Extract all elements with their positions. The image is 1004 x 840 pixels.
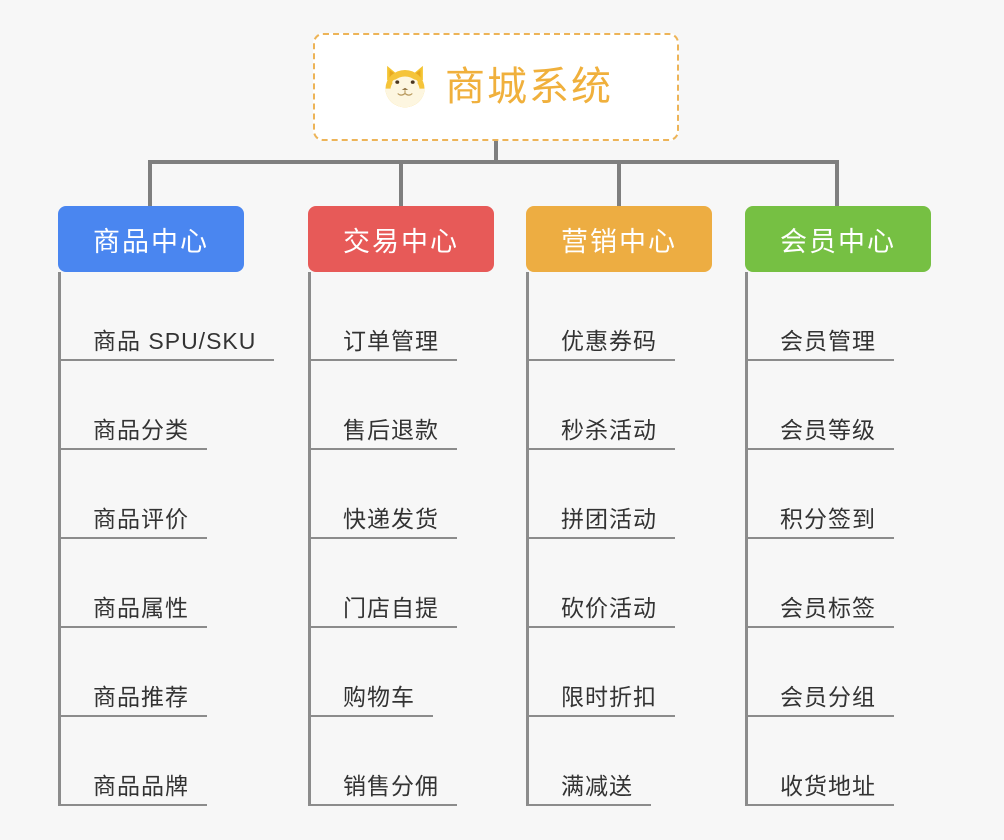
connector-drop-2 — [399, 160, 403, 208]
leaf-item-label: 积分签到 — [748, 506, 894, 539]
leaf-item[interactable]: 售后退款 — [311, 361, 494, 450]
leaf-list: 订单管理售后退款快递发货门店自提购物车销售分佣 — [308, 272, 494, 806]
leaf-item-label: 秒杀活动 — [529, 417, 675, 450]
branch-header[interactable]: 商品中心 — [58, 206, 244, 272]
leaf-item[interactable]: 商品评价 — [61, 450, 244, 539]
leaf-item-label: 门店自提 — [311, 595, 457, 628]
leaf-item[interactable]: 销售分佣 — [311, 717, 494, 806]
connector-bus — [148, 160, 838, 164]
leaf-list: 优惠券码秒杀活动拼团活动砍价活动限时折扣满减送 — [526, 272, 712, 806]
leaf-item[interactable]: 限时折扣 — [529, 628, 712, 717]
leaf-item[interactable]: 商品推荐 — [61, 628, 244, 717]
leaf-item[interactable]: 满减送 — [529, 717, 712, 806]
branch-header[interactable]: 营销中心 — [526, 206, 712, 272]
root-node[interactable]: 商城系统 — [313, 33, 679, 141]
connector-drop-3 — [617, 160, 621, 208]
leaf-item-label: 订单管理 — [311, 328, 457, 361]
leaf-item-label: 优惠券码 — [529, 328, 675, 361]
leaf-item[interactable]: 会员标签 — [748, 539, 931, 628]
leaf-item-label: 收货地址 — [748, 773, 894, 806]
leaf-item-label: 商品评价 — [61, 506, 207, 539]
leaf-item[interactable]: 商品属性 — [61, 539, 244, 628]
branch-header[interactable]: 交易中心 — [308, 206, 494, 272]
root-title: 商城系统 — [445, 65, 613, 109]
leaf-item[interactable]: 拼团活动 — [529, 450, 712, 539]
leaf-item[interactable]: 门店自提 — [311, 539, 494, 628]
leaf-item-label: 拼团活动 — [529, 506, 675, 539]
leaf-item[interactable]: 会员等级 — [748, 361, 931, 450]
leaf-list: 商品 SPU/SKU 商品分类商品评价商品属性商品推荐商品品牌 — [58, 272, 275, 806]
leaf-item-label: 商品属性 — [61, 595, 207, 628]
connector-drop-4 — [835, 160, 839, 208]
leaf-item-label: 砍价活动 — [529, 595, 675, 628]
leaf-item-label: 限时折扣 — [529, 684, 675, 717]
leaf-item-label: 会员管理 — [748, 328, 894, 361]
leaf-item-label: 商品推荐 — [61, 684, 207, 717]
branch-header-label: 商品中心 — [93, 226, 209, 257]
leaf-item-label: 快递发货 — [311, 506, 457, 539]
connector-root-stem — [494, 141, 498, 163]
leaf-item-label: 销售分佣 — [311, 773, 457, 806]
leaf-item-label: 商品 SPU/SKU — [61, 328, 275, 361]
leaf-item[interactable]: 会员管理 — [748, 272, 931, 361]
leaf-item[interactable]: 商品 SPU/SKU — [61, 272, 275, 361]
leaf-item-label: 会员分组 — [748, 684, 894, 717]
leaf-item[interactable]: 订单管理 — [311, 272, 494, 361]
leaf-item[interactable]: 商品品牌 — [61, 717, 244, 806]
leaf-item[interactable]: 收货地址 — [748, 717, 931, 806]
leaf-item[interactable]: 会员分组 — [748, 628, 931, 717]
leaf-item-label: 商品品牌 — [61, 773, 207, 806]
shiba-dog-icon — [385, 65, 425, 108]
branch-column: 会员中心会员管理会员等级积分签到会员标签会员分组收货地址 — [745, 206, 931, 806]
leaf-item[interactable]: 秒杀活动 — [529, 361, 712, 450]
leaf-item-label: 会员标签 — [748, 595, 894, 628]
leaf-item-label: 会员等级 — [748, 417, 894, 450]
leaf-item[interactable]: 砍价活动 — [529, 539, 712, 628]
leaf-item-label: 商品分类 — [61, 417, 207, 450]
leaf-item[interactable]: 优惠券码 — [529, 272, 712, 361]
leaf-item-label: 售后退款 — [311, 417, 457, 450]
branch-column: 营销中心优惠券码秒杀活动拼团活动砍价活动限时折扣满减送 — [526, 206, 712, 806]
branch-column: 交易中心订单管理售后退款快递发货门店自提购物车销售分佣 — [308, 206, 494, 806]
leaf-item[interactable]: 购物车 — [311, 628, 494, 717]
branch-header-label: 交易中心 — [343, 226, 459, 257]
leaf-list: 会员管理会员等级积分签到会员标签会员分组收货地址 — [745, 272, 931, 806]
branch-header-label: 营销中心 — [561, 226, 677, 257]
connector-drop-1 — [148, 160, 152, 208]
leaf-item-label: 购物车 — [311, 684, 433, 717]
leaf-item[interactable]: 快递发货 — [311, 450, 494, 539]
branch-column: 商品中心商品 SPU/SKU 商品分类商品评价商品属性商品推荐商品品牌 — [58, 206, 275, 806]
branch-header-label: 会员中心 — [780, 226, 896, 257]
leaf-item[interactable]: 商品分类 — [61, 361, 244, 450]
leaf-item[interactable]: 积分签到 — [748, 450, 931, 539]
branch-header[interactable]: 会员中心 — [745, 206, 931, 272]
leaf-item-label: 满减送 — [529, 773, 651, 806]
